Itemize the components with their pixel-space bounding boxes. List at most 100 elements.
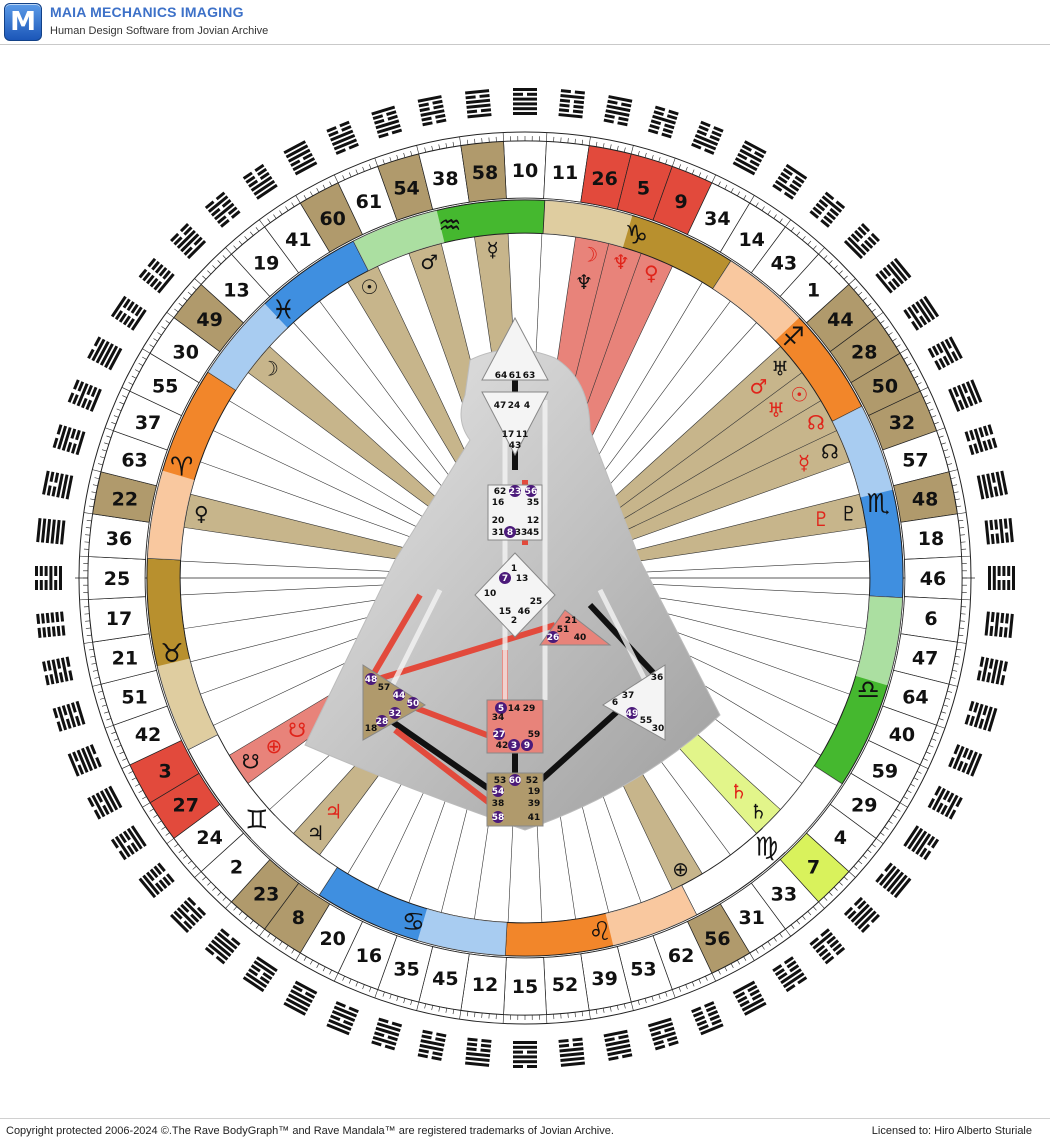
tick-mark xyxy=(945,698,950,699)
tick-mark xyxy=(467,1011,468,1016)
tick-mark xyxy=(617,146,618,151)
tick-mark xyxy=(947,464,952,465)
gate-number: 27 xyxy=(173,795,199,817)
tick-mark xyxy=(718,970,720,974)
tick-mark xyxy=(166,833,170,836)
tick-mark xyxy=(920,765,928,769)
tick-mark xyxy=(129,771,133,773)
planet-glyph-personality: ☊ xyxy=(821,440,839,464)
tick-mark xyxy=(900,803,908,808)
hexagram-icon xyxy=(977,471,1008,500)
tick-mark xyxy=(780,933,783,937)
center-gate-label: 26 xyxy=(547,633,560,643)
center-gate-label: 15 xyxy=(499,607,512,617)
tick-mark xyxy=(411,1000,412,1005)
gate-number: 51 xyxy=(121,686,147,708)
center-gate-label: 35 xyxy=(527,498,540,508)
sign-glyph-libra: ♎ xyxy=(857,676,880,706)
tick-mark xyxy=(808,911,811,915)
tick-mark xyxy=(952,485,957,486)
tick-mark xyxy=(98,691,103,692)
gate-number: 16 xyxy=(356,945,382,967)
tick-mark xyxy=(383,159,385,164)
hexagram-icon xyxy=(558,1038,585,1067)
tick-mark xyxy=(914,376,918,378)
tick-mark xyxy=(762,207,765,211)
tick-mark xyxy=(854,866,858,869)
tick-mark xyxy=(91,663,96,664)
tick-mark xyxy=(135,784,139,786)
tick-mark xyxy=(117,745,122,747)
tick-mark xyxy=(638,151,639,156)
hexagram-icon xyxy=(648,1018,679,1051)
tick-mark xyxy=(954,663,959,664)
tick-mark xyxy=(596,1009,597,1014)
hexagram-icon xyxy=(903,825,939,860)
tick-mark xyxy=(910,784,914,786)
tick-mark xyxy=(104,443,109,445)
hexagram-icon xyxy=(205,928,241,964)
gate-number: 5 xyxy=(637,178,650,200)
center-gate-label: 53 xyxy=(494,776,507,786)
gate-number: 1 xyxy=(807,280,820,302)
tick-mark xyxy=(86,628,91,629)
tick-mark xyxy=(931,416,936,418)
tick-mark xyxy=(872,309,876,312)
gate-number: 28 xyxy=(851,341,877,363)
tick-mark xyxy=(105,725,113,728)
tick-mark xyxy=(404,998,405,1003)
tick-mark xyxy=(686,167,688,172)
tick-mark xyxy=(791,227,794,231)
hexagram-icon xyxy=(875,862,911,898)
tick-mark xyxy=(934,422,939,424)
hexagram-icon xyxy=(988,566,1015,590)
center-gate-label: 47 xyxy=(494,401,507,411)
center-gate-label: 7 xyxy=(502,574,508,584)
tick-mark xyxy=(645,998,646,1003)
tick-mark xyxy=(202,877,206,880)
gate-number: 31 xyxy=(738,907,764,929)
tick-mark xyxy=(945,457,950,458)
tick-mark xyxy=(750,953,755,961)
hexagram-icon xyxy=(418,1030,447,1061)
sign-glyph-aries: ♈ xyxy=(170,452,193,482)
tick-mark xyxy=(119,402,124,404)
tick-mark xyxy=(411,151,412,156)
center-gate-label: 13 xyxy=(516,574,529,584)
hexagram-icon xyxy=(558,89,585,118)
tick-mark xyxy=(699,979,701,984)
center-gate-label: 43 xyxy=(509,441,522,451)
tick-mark xyxy=(958,520,963,521)
tick-mark xyxy=(330,970,332,974)
tick-mark xyxy=(114,416,119,418)
gate-number: 33 xyxy=(771,883,797,905)
tick-mark xyxy=(95,478,100,479)
hexagram-icon xyxy=(604,1030,633,1061)
planet-glyph-personality: ☋ xyxy=(242,749,260,773)
tick-mark xyxy=(292,203,295,207)
tick-mark xyxy=(167,312,174,317)
tick-mark xyxy=(863,298,867,301)
hexagram-icon xyxy=(513,1041,537,1068)
gate-number: 43 xyxy=(771,253,797,275)
tick-mark xyxy=(867,303,871,306)
tick-mark xyxy=(943,450,948,451)
sign-glyph-taurus: ♉ xyxy=(160,639,183,669)
tick-mark xyxy=(774,215,777,219)
tick-mark xyxy=(250,920,253,924)
hexagram-icon xyxy=(844,223,880,259)
tick-mark xyxy=(705,976,707,981)
tick-mark xyxy=(829,892,832,896)
gate-number: 36 xyxy=(106,528,132,550)
tick-mark xyxy=(949,470,958,472)
hexagram-icon xyxy=(111,296,147,331)
gate-number: 44 xyxy=(827,309,853,331)
tick-mark xyxy=(610,1007,611,1012)
tick-mark xyxy=(939,718,944,720)
tick-mark xyxy=(762,945,765,949)
